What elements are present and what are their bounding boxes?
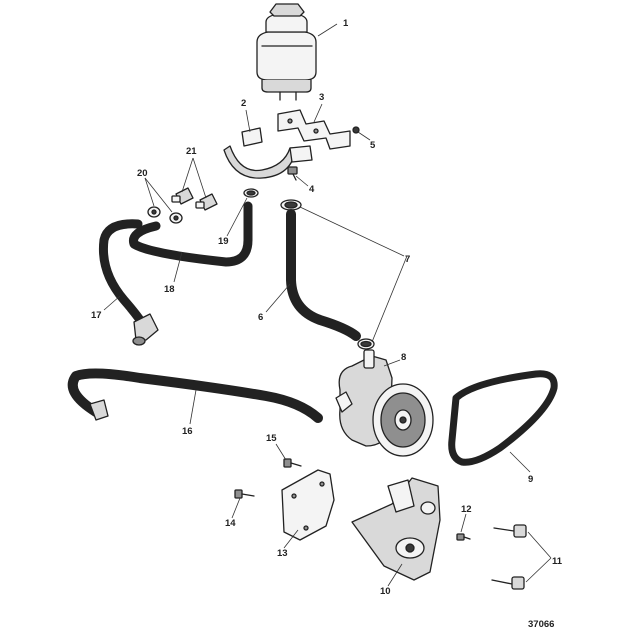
bracket-part[interactable]: [277, 109, 351, 150]
belt-part[interactable]: [448, 370, 558, 466]
callout-5: 5: [370, 140, 376, 151]
clamps-20-part[interactable]: [147, 206, 183, 224]
clamp-7-part[interactable]: [280, 199, 375, 350]
bolts-11-part[interactable]: [491, 524, 527, 590]
callout-20: 20: [137, 168, 148, 179]
hose-17-part[interactable]: [98, 219, 159, 346]
hose-16-part[interactable]: [67, 368, 323, 423]
callout-4: 4: [309, 184, 315, 195]
reservoir-part[interactable]: [256, 3, 317, 101]
callout-11: 11: [552, 556, 563, 567]
callout-16: 16: [182, 426, 193, 437]
callout-1: 1: [343, 18, 349, 29]
callout-6: 6: [258, 312, 263, 323]
callout-labels: 1 2 3 4 5 6 7 8 9 10 11 12 13 14 15 16 1…: [91, 18, 563, 597]
fittings-21-part[interactable]: [171, 187, 218, 211]
leader-lines: [103, 23, 552, 587]
callout-7: 7: [405, 254, 410, 265]
callout-21: 21: [186, 146, 197, 157]
bolt-14-part[interactable]: [234, 489, 255, 499]
callout-3: 3: [319, 92, 324, 103]
callout-17: 17: [91, 310, 102, 321]
callout-9: 9: [528, 474, 533, 485]
diagram-id: 37066: [528, 619, 554, 630]
nut-5-part[interactable]: [352, 126, 360, 134]
callout-8: 8: [401, 352, 406, 363]
bolt-4-part[interactable]: [287, 166, 298, 181]
pump-part[interactable]: [335, 349, 434, 457]
callout-19: 19: [218, 236, 229, 247]
callout-2: 2: [241, 98, 246, 109]
mount-part[interactable]: [351, 477, 441, 581]
callout-12: 12: [461, 504, 472, 515]
callout-18: 18: [164, 284, 175, 295]
clamp-band-part[interactable]: [223, 127, 313, 179]
hose-6-part[interactable]: [286, 209, 361, 341]
callout-15: 15: [266, 433, 277, 444]
callout-13: 13: [277, 548, 288, 559]
clamp-19-part[interactable]: [243, 188, 259, 198]
callout-14: 14: [225, 518, 236, 529]
hose-18-part[interactable]: [129, 201, 253, 267]
bolt-12-part[interactable]: [456, 533, 471, 541]
callout-10: 10: [380, 586, 391, 597]
bolt-15-part[interactable]: [283, 458, 302, 468]
plate-13-part[interactable]: [281, 469, 335, 541]
